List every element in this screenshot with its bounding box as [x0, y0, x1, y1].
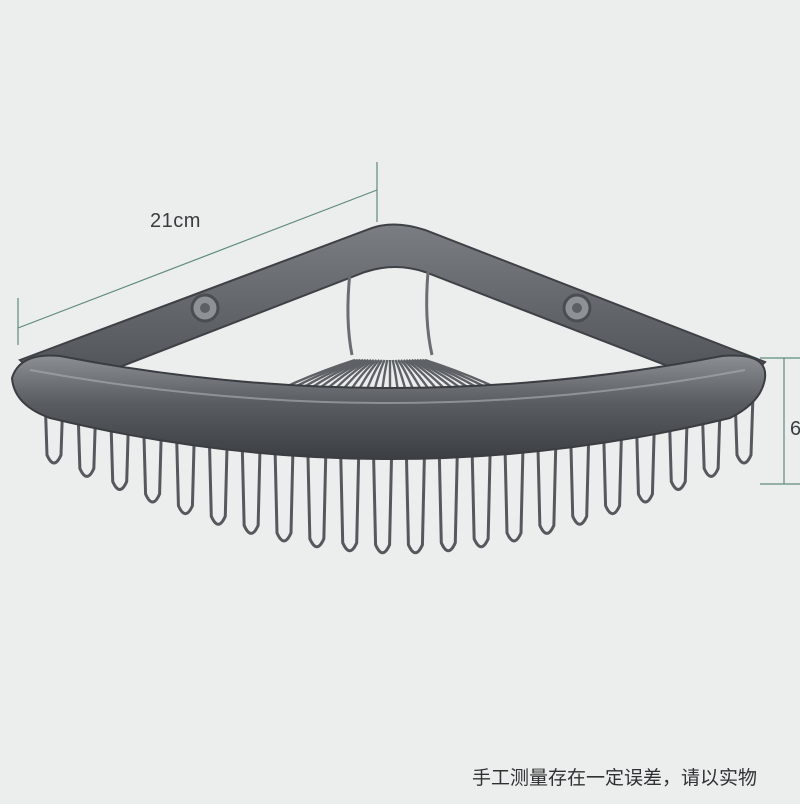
basket-wire — [733, 394, 755, 465]
measurement-note: 手工测量存在一定误差，请以实物 — [472, 767, 758, 789]
basket-wire — [602, 428, 624, 516]
basket-wire — [174, 428, 196, 516]
basket-wire — [437, 453, 459, 553]
basket-wire — [339, 453, 361, 553]
basket-wire — [372, 454, 394, 555]
basket-wire — [240, 441, 262, 535]
basket-wire — [76, 403, 98, 478]
basket-wire — [536, 441, 558, 535]
basket-wire — [667, 412, 689, 491]
basket-wire — [470, 450, 492, 549]
height-label: 6 — [790, 418, 800, 440]
basket-wire — [404, 454, 426, 555]
basket-wire — [634, 420, 656, 504]
basket-wire — [700, 403, 722, 478]
basket-wire — [273, 446, 295, 543]
support-wires — [346, 271, 434, 356]
basket-wire — [142, 420, 164, 504]
basket-wire — [503, 446, 525, 543]
wire-basket-front — [43, 394, 755, 555]
width-label: 21cm — [150, 210, 201, 232]
basket-wire — [569, 435, 591, 526]
basket-wire — [43, 394, 65, 465]
height-dimension-line — [760, 357, 800, 485]
width-dimension-line — [17, 162, 378, 345]
front-rail — [10, 354, 767, 460]
basket-wire — [306, 450, 328, 549]
basket-wire — [109, 412, 131, 491]
basket-wire — [207, 435, 229, 526]
back-frame — [18, 223, 767, 394]
